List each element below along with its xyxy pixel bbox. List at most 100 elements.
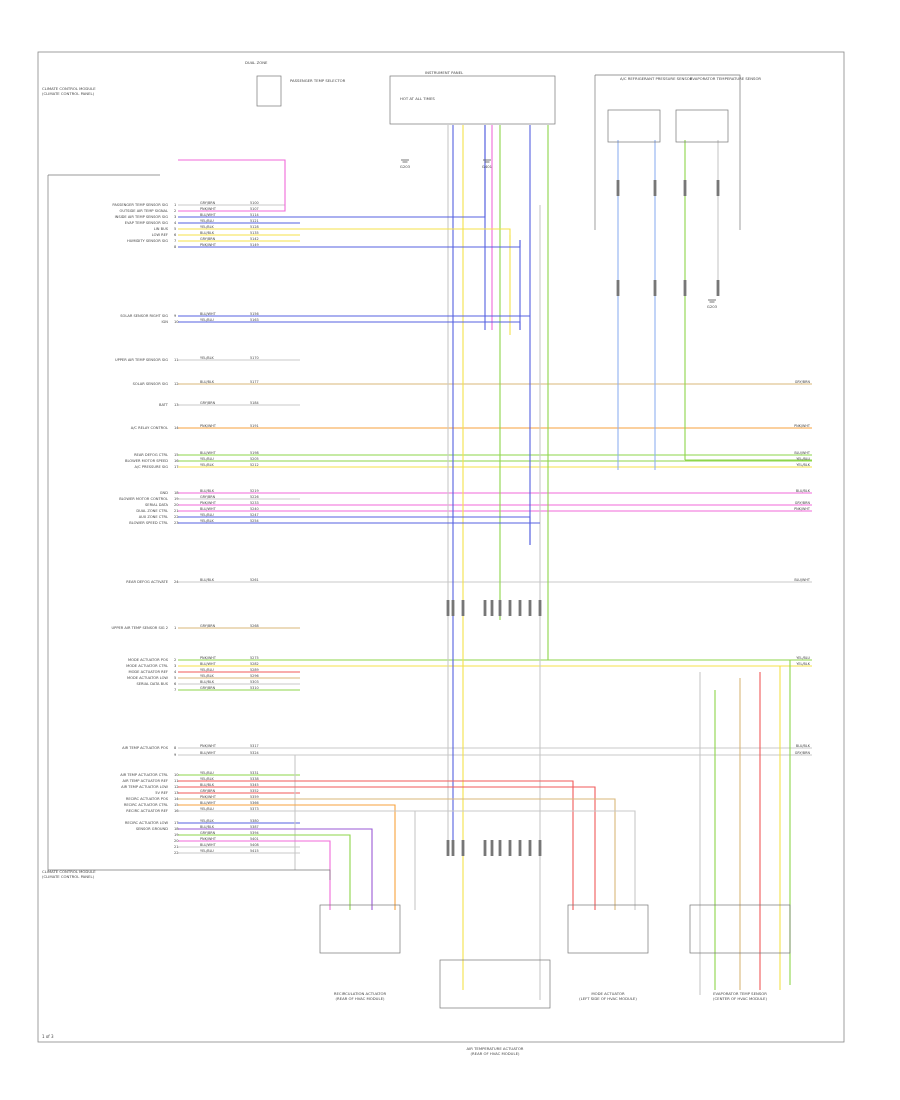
pin-label: UPPER AIR TEMP SENSOR SIG (115, 358, 168, 362)
component-label: A/C REFRIGERANT PRESSURE SENSOR (620, 76, 693, 81)
wire-code-right: GRY/BRN (795, 501, 811, 505)
circuit-number-label: 5289 (250, 668, 259, 672)
component-fuse-block (389, 75, 556, 125)
pin-number: 3 (174, 664, 176, 668)
pin-label: BATT (159, 403, 169, 407)
pin-number: 9 (174, 753, 177, 757)
component-bottom-connector (319, 904, 401, 954)
module-title-line: CLIMATE CONTROL MODULE (42, 869, 96, 874)
pin-label: SENSOR GROUND (136, 827, 168, 831)
wire-code-right: PNK/WHT (794, 507, 811, 511)
wire-code-label: PNK/WHT (200, 501, 217, 505)
inline-connector (538, 600, 542, 616)
pin-number: 2 (174, 209, 176, 213)
circuit-number-label: 5149 (250, 243, 259, 247)
wire-code-right: PNK/WHT (794, 424, 811, 428)
wire-code-label: GRY/BRN (200, 789, 216, 793)
pin-label: REAR DEFOG CTRL (134, 453, 168, 457)
wire-code-label: GRY/BRN (200, 201, 216, 205)
circuit-number-label: 5142 (250, 237, 259, 241)
component-bottom-label: RECIRCULATION ACTUATOR (334, 991, 387, 996)
pin-label: RECIRC ACTUATOR LOW (125, 821, 169, 825)
pin-label: AIR TEMP ACTUATOR LOW (121, 785, 168, 789)
wire-red (178, 786, 596, 910)
circuit-number-label: 5191 (250, 424, 259, 428)
inline-connector (616, 180, 620, 196)
pin-label: EVAP TEMP SENSOR SIG (125, 221, 168, 225)
wire-blue (178, 125, 486, 218)
component-evap-sensor (675, 109, 729, 143)
circuit-number-label: 5338 (250, 777, 259, 781)
circuit-number-label: 5170 (250, 356, 259, 360)
wire-code-label: YEL/BLK (200, 777, 214, 781)
pin-number: 14 (174, 426, 179, 430)
pin-number: 7 (174, 688, 176, 692)
circuit-number-label: 5331 (250, 771, 259, 775)
pin-number: 3 (174, 215, 176, 219)
pin-label: IGN (161, 320, 168, 324)
circuit-number-label: 5163 (250, 318, 259, 322)
wire-code-label: GRY/BRN (200, 686, 216, 690)
pin-number: 10 (174, 320, 179, 324)
component-bottom-label: (REAR OF HVAC MODULE) (471, 1051, 520, 1056)
inline-connector (451, 600, 455, 616)
inline-connector (616, 280, 620, 296)
circuit-number-label: 5401 (250, 837, 259, 841)
inline-connector (483, 840, 487, 856)
circuit-number-label: 5296 (250, 674, 259, 678)
pin-number: 6 (174, 682, 177, 686)
pin-number: 5 (174, 227, 176, 231)
component-layer (47, 74, 791, 1009)
wire-code-right: BLU/WHT (794, 451, 811, 455)
wire-code-label: YEL/BLK (200, 674, 214, 678)
inline-connector (498, 840, 502, 856)
pin-number: 1 (174, 203, 176, 207)
wire-code-label: YEL/BLU (200, 849, 214, 853)
pin-label: REAR DEFOG ACTIVATE (126, 580, 168, 584)
pin-label: RECIRC ACTUATOR CTRL (124, 803, 168, 807)
wire-code-right: BLU/WHT (794, 578, 811, 582)
wire-code-label: BLU/WHT (200, 843, 217, 847)
component-bottom-label: (CENTER OF HVAC MODULE) (713, 996, 767, 1001)
pin-number: 17 (174, 465, 179, 469)
ground-label: G203 (707, 304, 718, 309)
pin-number: 22 (174, 851, 179, 855)
diagram-frame (37, 51, 845, 1043)
pin-number: 16 (174, 809, 179, 813)
wire-code-label: YEL/BLU (200, 668, 214, 672)
wire-code-label: GRY/BRN (200, 495, 216, 499)
circuit-number-label: 5247 (250, 513, 259, 517)
wire-code-label: PNK/WHT (200, 243, 217, 247)
wire-blue (178, 321, 521, 330)
pin-number: 12 (174, 785, 179, 789)
header-label: DUAL ZONE (245, 60, 268, 65)
wire-code-right: YEL/BLK (796, 463, 810, 467)
pin-label: LOW REF (152, 233, 168, 237)
component-bottom-connector (439, 959, 551, 1009)
pin-number: 15 (174, 453, 179, 457)
pin-number: 20 (174, 503, 179, 507)
circuit-number-label: 5261 (250, 578, 259, 582)
circuit-number-label: 5156 (250, 312, 259, 316)
circuit-number-label: 5121 (250, 219, 259, 223)
pin-label: MODE ACTUATOR CTRL (126, 664, 168, 668)
pin-number: 7 (174, 239, 176, 243)
inline-connector (683, 180, 687, 196)
pin-number: 18 (174, 491, 179, 495)
wire-code-label: PNK/WHT (200, 656, 217, 660)
circuit-number-label: 5177 (250, 380, 259, 384)
wire-code-label: PNK/WHT (200, 795, 217, 799)
bracket (595, 74, 741, 230)
wire-code-label: PNK/WHT (200, 837, 217, 841)
wire-code-label: BLU/WHT (200, 451, 217, 455)
component-bottom-connector (689, 904, 791, 954)
wire-code-right: BLU/BLK (796, 744, 811, 748)
header-label: PASSENGER TEMP SELECTOR (290, 78, 346, 83)
pin-label: GND (160, 491, 168, 495)
wire-code-label: YEL/BLK (200, 225, 214, 229)
pin-label: AIR TEMP ACTUATOR REF (123, 779, 168, 783)
pin-label: AIR TEMP ACTUATOR POS (122, 746, 169, 750)
circuit-number-label: 5212 (250, 463, 259, 467)
wire-code-label: BLU/WHT (200, 751, 217, 755)
header-label: HOT AT ALL TIMES (400, 96, 435, 101)
